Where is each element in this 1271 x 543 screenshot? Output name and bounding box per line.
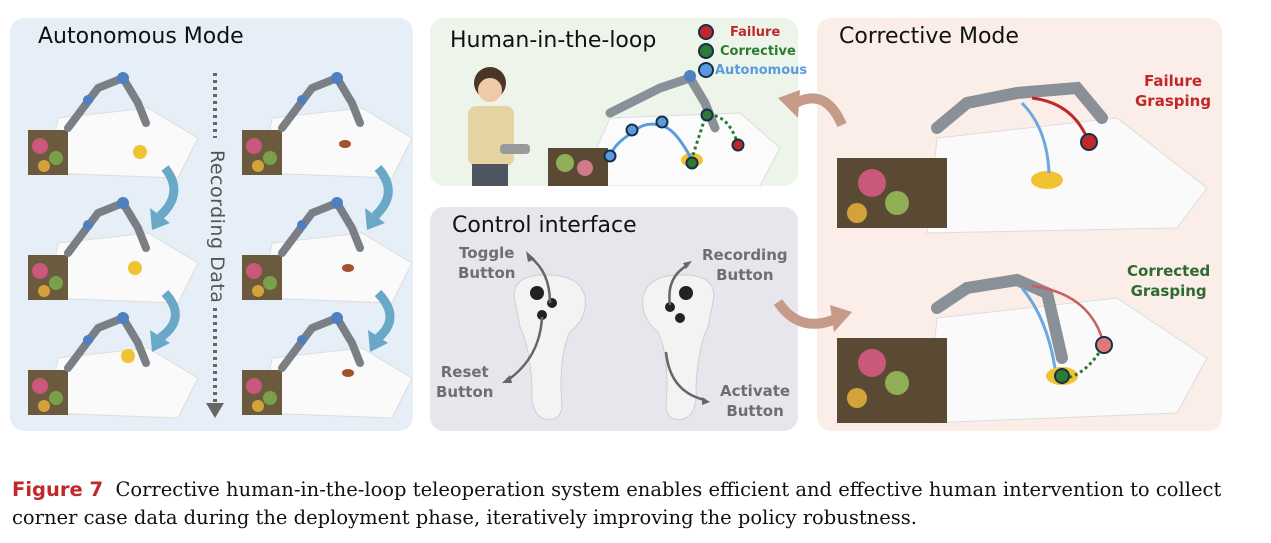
arrow-to-hitl — [789, 93, 847, 128]
auto-photo-4 — [242, 197, 412, 303]
right-controller — [642, 274, 715, 420]
auto-photo-5 — [28, 312, 198, 418]
flow-arrows — [773, 90, 852, 332]
auto-photo-1 — [28, 72, 198, 178]
arrow-to-corrective — [773, 299, 841, 329]
arrow-right-icon — [830, 305, 852, 332]
autonomous-photos — [10, 18, 413, 431]
figure-label: Figure 7 — [12, 478, 104, 501]
caption-text: Corrective human-in-the-loop teleoperati… — [12, 478, 1222, 529]
failure-photo — [837, 81, 1208, 234]
auto-photo-2 — [242, 72, 412, 178]
corrected-photo — [837, 273, 1208, 424]
control-title: Control interface — [452, 213, 637, 238]
hitl-illustration — [468, 67, 781, 186]
corrective-title: Corrective Mode — [839, 24, 1019, 49]
hitl-title: Human-in-the-loop — [450, 28, 657, 53]
controllers-illustration — [502, 251, 715, 420]
arrow-left-icon — [778, 90, 800, 118]
auto-photo-3 — [28, 197, 198, 303]
auto-photo-6 — [242, 312, 412, 418]
operator-figure — [468, 67, 530, 186]
recording-data-label: Recording Data — [206, 150, 228, 304]
autonomous-dot-icon — [698, 62, 714, 78]
figure-caption: Figure 7 Corrective human-in-the-loop te… — [12, 476, 1267, 532]
left-controller — [513, 274, 586, 420]
down-arrow-icon — [206, 403, 224, 418]
corrective-photos — [837, 81, 1208, 424]
legend-corrective: Corrective — [698, 43, 796, 59]
legend-failure: Failure — [698, 24, 780, 40]
human-in-the-loop-panel: Human-in-the-loop Failure Corrective Aut… — [430, 18, 807, 186]
step-arrows — [156, 165, 395, 342]
failure-dot-icon — [698, 24, 714, 40]
corrective-dot-icon — [698, 43, 714, 59]
autonomous-title: Autonomous Mode — [38, 24, 244, 49]
legend-autonomous: Autonomous — [698, 62, 807, 78]
